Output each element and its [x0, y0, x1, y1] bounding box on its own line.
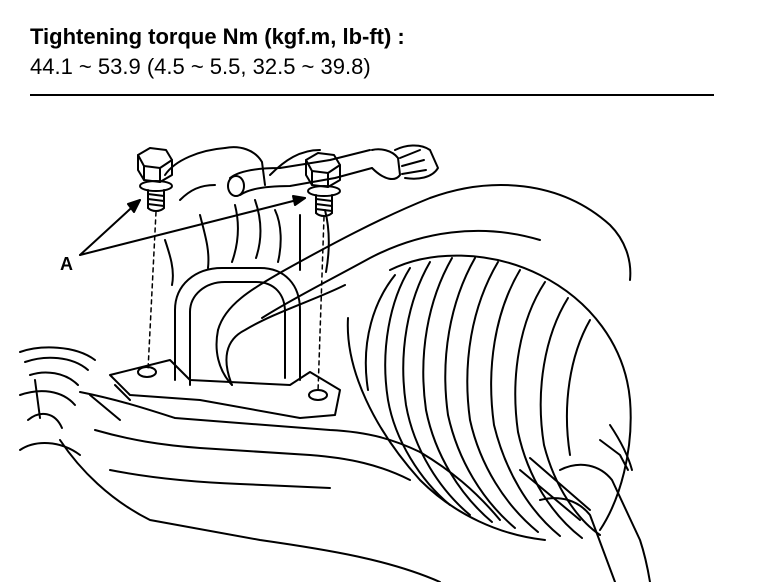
bolt-right [305, 152, 341, 217]
bolt-left [137, 147, 173, 212]
stabilizer-bar-bracket-illustration: A [19, 144, 651, 582]
stabilizer-bar [215, 184, 632, 386]
bolt-alignment-lines [147, 211, 325, 393]
bracket-clamp [109, 267, 341, 419]
callout-label-a: A [60, 254, 73, 274]
upper-hose [227, 144, 439, 197]
subframe [59, 391, 501, 582]
torque-spec-title: Tightening torque Nm (kgf.m, lb-ft) : [30, 24, 405, 49]
header-divider [30, 94, 714, 96]
torque-spec-values: 44.1 ~ 53.9 (4.5 ~ 5.5, 32.5 ~ 39.8) [30, 54, 371, 79]
tire-rim [19, 346, 96, 456]
mounting-casting [164, 146, 330, 286]
tie-rod-shaft [519, 424, 651, 582]
callout-leader-lines [79, 195, 306, 256]
torque-spec-header: Tightening torque Nm (kgf.m, lb-ft) : 44… [30, 22, 710, 82]
rubber-boot [346, 254, 632, 541]
